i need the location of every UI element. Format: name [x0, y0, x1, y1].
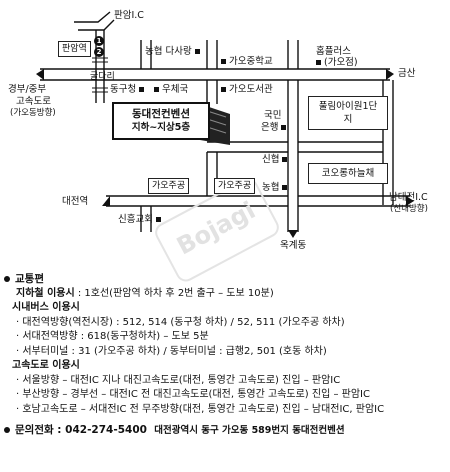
poi-nonghyup-daisso: 농협 다사랑	[145, 46, 200, 57]
arrow-east	[386, 69, 394, 80]
label-namdaejeon-ic: 남대전I.C	[389, 192, 428, 203]
label-pangyo-station: 판암역	[58, 41, 91, 57]
poi-kookmin-1: 국민	[264, 110, 282, 121]
exit-2-badge: 2	[94, 47, 104, 57]
poi-gao-middle: 가오중학교	[221, 56, 273, 67]
poi-gaojugong-1: 가오주공	[148, 178, 190, 194]
label-gyeongbu: 경부/중부	[8, 84, 47, 95]
label-sinnae: (신내방향)	[390, 204, 428, 214]
exit-1-badge: 1	[94, 36, 104, 46]
poi-nonghyup-2: 농협	[262, 182, 288, 193]
label-geumsan: 금산	[398, 68, 416, 79]
poi-kookmin-2: 은행	[261, 122, 287, 133]
poi-shinhyup: 신협	[262, 154, 288, 165]
location-map: Bojagi 판암I.C 판암역 1 2 굴다리 경부/중부 고속도로 (가오동…	[8, 10, 428, 286]
venue-floors: 지하~지상5층	[131, 122, 191, 133]
transport-info: 교통편 지하철 이용시 : 1호선(판암역 하차 후 2번 출구 – 도보 10…	[4, 272, 446, 439]
label-daejeon-station: 대전역	[62, 196, 89, 207]
poi-post-office: 우체국	[154, 84, 188, 95]
venue-name: 동대전컨벤션	[132, 108, 190, 120]
bus-line: · 서대전역방향 : 618(동구청하차) – 도보 5분	[16, 331, 209, 342]
poi-purim-apartment: 풀림아이원1단지	[308, 96, 388, 130]
highway-line: · 서울방향 – 대전IC 지나 대진고속도로(대전, 통영간 고속도로) 진입…	[16, 374, 341, 386]
arrow-namdaejeon	[406, 196, 414, 206]
poi-gaojugong-2: 가오주공	[214, 178, 256, 194]
highway-heading: 고속도로 이용시	[12, 360, 80, 371]
label-gajeong: (가오동방향)	[10, 108, 56, 118]
venue-label: 동대전컨벤션 지하~지상5층	[112, 102, 210, 140]
bus-line: · 서부터미널 : 31 (가오주공 하차) / 동부터미널 : 급행2, 50…	[16, 345, 327, 357]
poi-library: 가오도서관	[221, 84, 273, 95]
transport-heading: 교통편	[4, 272, 446, 287]
poi-shinheung-church: 신흥교회	[118, 214, 164, 225]
poi-donggu-office: 동구청	[110, 84, 145, 95]
arrow-daejeon	[102, 196, 110, 206]
subway-info: 지하철 이용시 : 1호선(판암역 하차 후 2번 출구 – 도보 10분)	[16, 287, 274, 299]
poi-kolon-apartment: 코오롱하늘채	[308, 163, 388, 184]
road-pangyo-ic	[74, 11, 111, 23]
label-guldari: 굴다리	[90, 72, 115, 82]
highway-line: · 부산방향 – 경부선 – 대전IC 전 대진고속도로(대전, 통영간 고속도…	[16, 389, 370, 400]
label-okgye: 옥계동	[280, 240, 307, 251]
bus-line: · 대전역방향(역전시장) : 512, 514 (동구청 하차) / 52, …	[16, 316, 345, 328]
highway-line: · 호남고속도로 – 서대전IC 전 무주방향(대전, 통영간 고속도로) 진입…	[16, 403, 385, 415]
arrow-okgye	[288, 230, 298, 238]
arrow-west	[36, 69, 44, 80]
road-network	[36, 11, 414, 238]
label-pangyo-ic: 판암I.C	[114, 10, 144, 21]
bus-heading: 시내버스 이용시	[12, 302, 80, 313]
poi-homeplus: 홈플러스	[316, 46, 351, 57]
contact-info: 문의전화 : 042-274-5400 대전광역시 동구 가오동 589번지 동…	[4, 423, 446, 439]
label-gosokdoro: 고속도로	[16, 96, 51, 107]
poi-homeplus-sub: (가오점)	[316, 57, 358, 68]
